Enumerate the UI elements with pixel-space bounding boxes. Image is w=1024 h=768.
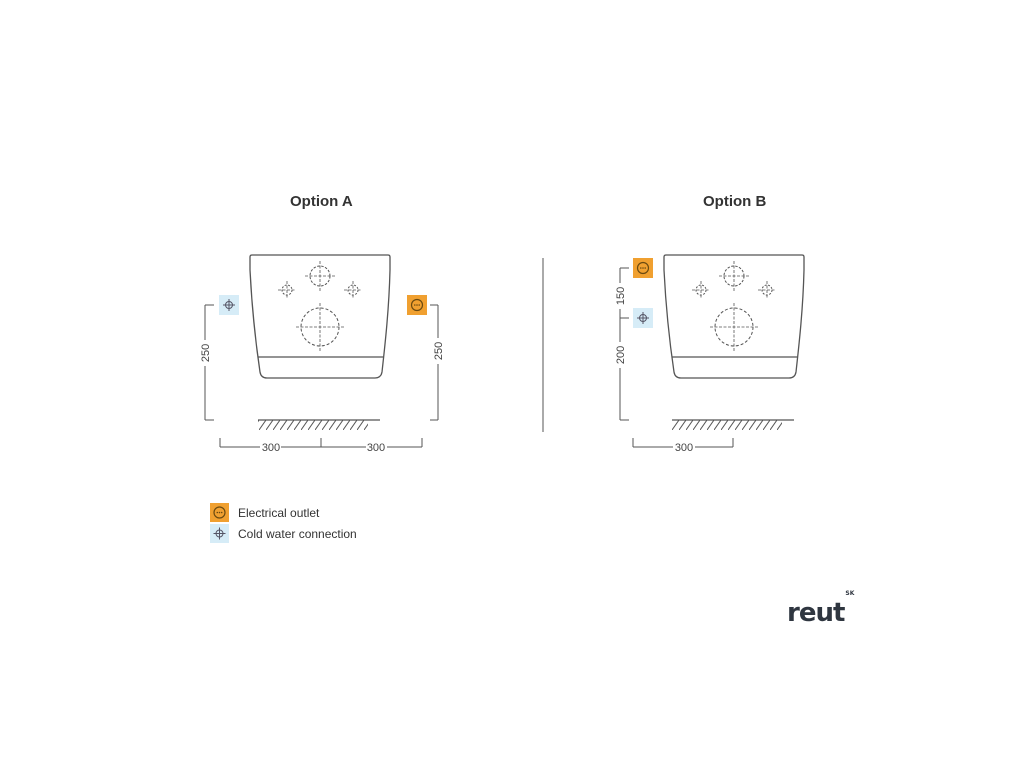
option-b-drawing: 150 200 300 <box>613 254 805 454</box>
option-b-width-label: 300 <box>675 442 693 454</box>
option-a-mounting-hole-right <box>343 280 363 300</box>
option-b-floor-hatch <box>672 420 782 430</box>
brand-logo: reutSK <box>787 590 854 628</box>
option-b-height-dimension <box>613 267 629 421</box>
option-a-right-height-label: 250 <box>433 342 445 360</box>
legend-label-cold-water: Cold water connection <box>238 526 357 541</box>
option-a-drain-hole <box>295 302 345 352</box>
option-a-left-height-label: 250 <box>200 344 212 362</box>
option-a-drawing: 250 250 300 300 <box>198 254 445 454</box>
option-b-lower-height-label: 200 <box>615 346 627 364</box>
option-b-upper-height-label: 150 <box>615 287 627 305</box>
option-b-mounting-hole-left <box>691 280 711 300</box>
electrical-outlet-icon <box>210 503 229 522</box>
option-b-cold-water-icon <box>632 307 654 329</box>
option-a-mounting-hole-left <box>277 280 297 300</box>
option-b-title: Option B <box>703 193 767 210</box>
option-a-width-right-label: 300 <box>367 442 385 454</box>
option-b-width-dimension <box>632 438 734 448</box>
option-a-right-height-dimension <box>430 304 445 421</box>
logo-text: reut <box>787 598 845 628</box>
option-a-electrical-outlet-icon <box>406 294 428 316</box>
option-a-cold-water-icon <box>218 294 240 316</box>
option-b-electrical-outlet-icon <box>632 257 654 279</box>
option-b-bowl-outline <box>663 254 805 379</box>
option-a-title: Option A <box>290 193 353 210</box>
legend-item-cold-water: Cold water connection <box>210 523 357 544</box>
option-a-mounting-hole-top <box>304 260 336 292</box>
logo-sup: SK <box>845 590 855 598</box>
option-b-drain-hole <box>709 302 759 352</box>
option-a-bowl-outline <box>249 254 391 379</box>
option-a-width-dimension <box>219 438 423 448</box>
option-a-floor-hatch <box>258 420 368 430</box>
cold-water-icon <box>210 524 229 543</box>
option-a-width-left-label: 300 <box>262 442 280 454</box>
legend-item-electrical: Electrical outlet <box>210 502 357 523</box>
legend-label-electrical: Electrical outlet <box>238 505 320 520</box>
option-b-mounting-hole-top <box>718 260 750 292</box>
legend: Electrical outlet Cold water connection <box>210 502 357 544</box>
option-a-left-height-dimension <box>198 304 214 421</box>
option-b-mounting-hole-right <box>757 280 777 300</box>
